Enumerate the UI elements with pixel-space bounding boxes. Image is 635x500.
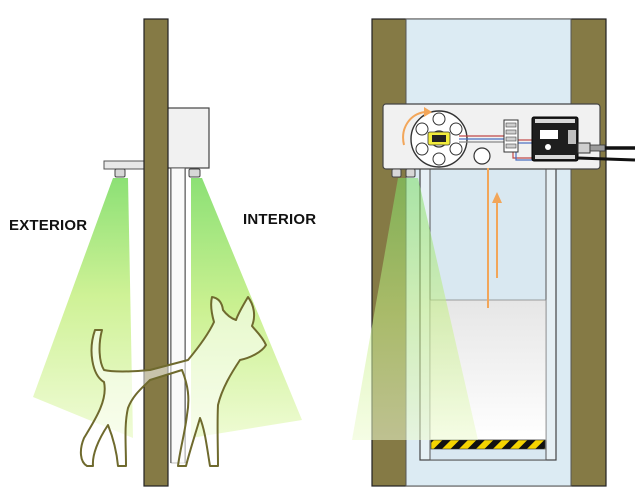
rotation-arrow-icon <box>402 111 426 146</box>
interior-label: INTERIOR <box>243 211 316 228</box>
side-view: EXTERIOR INTERIOR <box>9 18 316 487</box>
front-sensor-beam <box>352 178 478 440</box>
exterior-sensor-mount <box>103 160 146 170</box>
door-flap-side <box>170 167 186 464</box>
motor-pulley-icon <box>410 110 468 168</box>
power-cable-icon <box>577 142 635 162</box>
relay-board-icon <box>503 119 519 153</box>
lift-arrow-icon <box>487 168 502 308</box>
dog-outline-icon <box>79 296 267 467</box>
exterior-sensor-icon <box>114 168 126 178</box>
idler-pulley-icon <box>473 147 491 165</box>
arduino-board-icon <box>531 116 579 162</box>
front-view <box>352 18 635 487</box>
front-sensor-icon-1 <box>391 168 402 178</box>
interior-motor-housing <box>166 107 210 169</box>
front-sensor-icon-2 <box>405 168 416 178</box>
wall-side <box>143 18 169 487</box>
interior-sensor-icon <box>188 168 201 178</box>
hazard-stripe-icon <box>430 439 546 450</box>
exterior-label: EXTERIOR <box>9 217 87 234</box>
wiring <box>459 135 540 161</box>
